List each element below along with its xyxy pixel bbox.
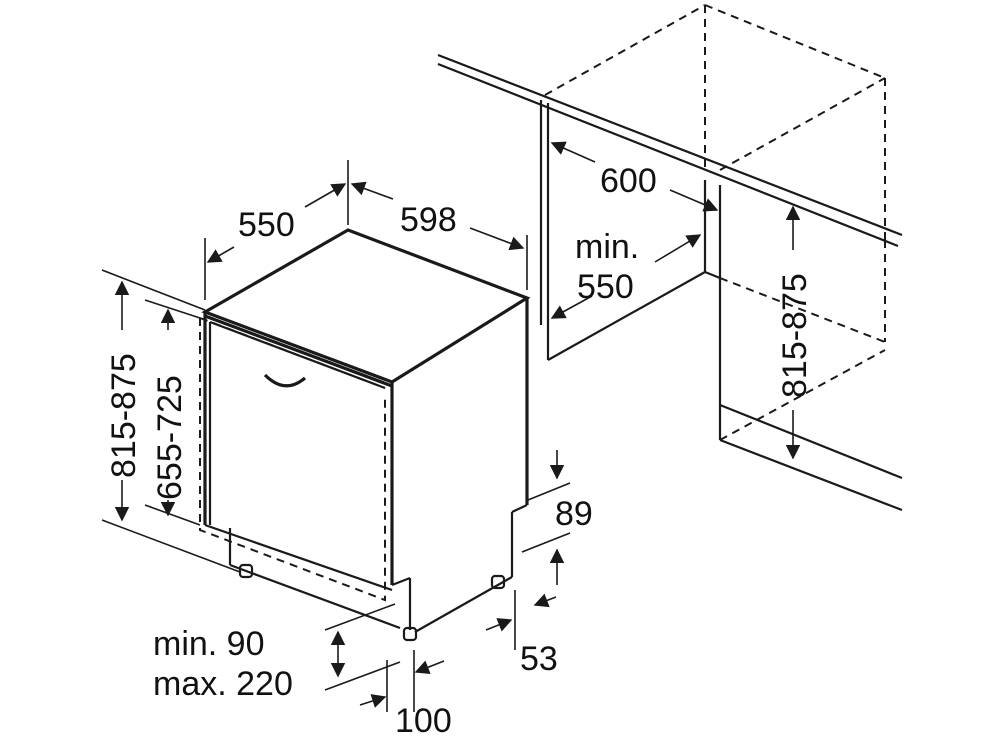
niche-depth-min-word: min. bbox=[575, 228, 639, 266]
plinth-depth-label: 100 bbox=[395, 702, 452, 740]
plinth-top-label: 89 bbox=[555, 495, 593, 533]
niche-depth-min-value: 550 bbox=[577, 268, 634, 306]
niche-height-label: 815-875 bbox=[776, 273, 814, 398]
cabinet-niche bbox=[437, 4, 903, 512]
reference-lines bbox=[101, 160, 528, 573]
plinth-side-label: 53 bbox=[520, 640, 558, 678]
plinth-height-min-label: min. 90 bbox=[153, 625, 265, 663]
plinth-height-max-label: max. 220 bbox=[153, 665, 293, 703]
dimension-labels: 550 598 600 min. 550 815-875 815-875 655… bbox=[105, 162, 814, 740]
dimension-arrows bbox=[114, 141, 801, 712]
dishwasher-body bbox=[199, 228, 531, 642]
width-label: 598 bbox=[400, 201, 457, 239]
total-height-label: 815-875 bbox=[105, 353, 143, 478]
depth-label: 550 bbox=[238, 206, 295, 244]
niche-width-label: 600 bbox=[600, 162, 657, 200]
appliance-height-label: 655-725 bbox=[151, 375, 189, 500]
